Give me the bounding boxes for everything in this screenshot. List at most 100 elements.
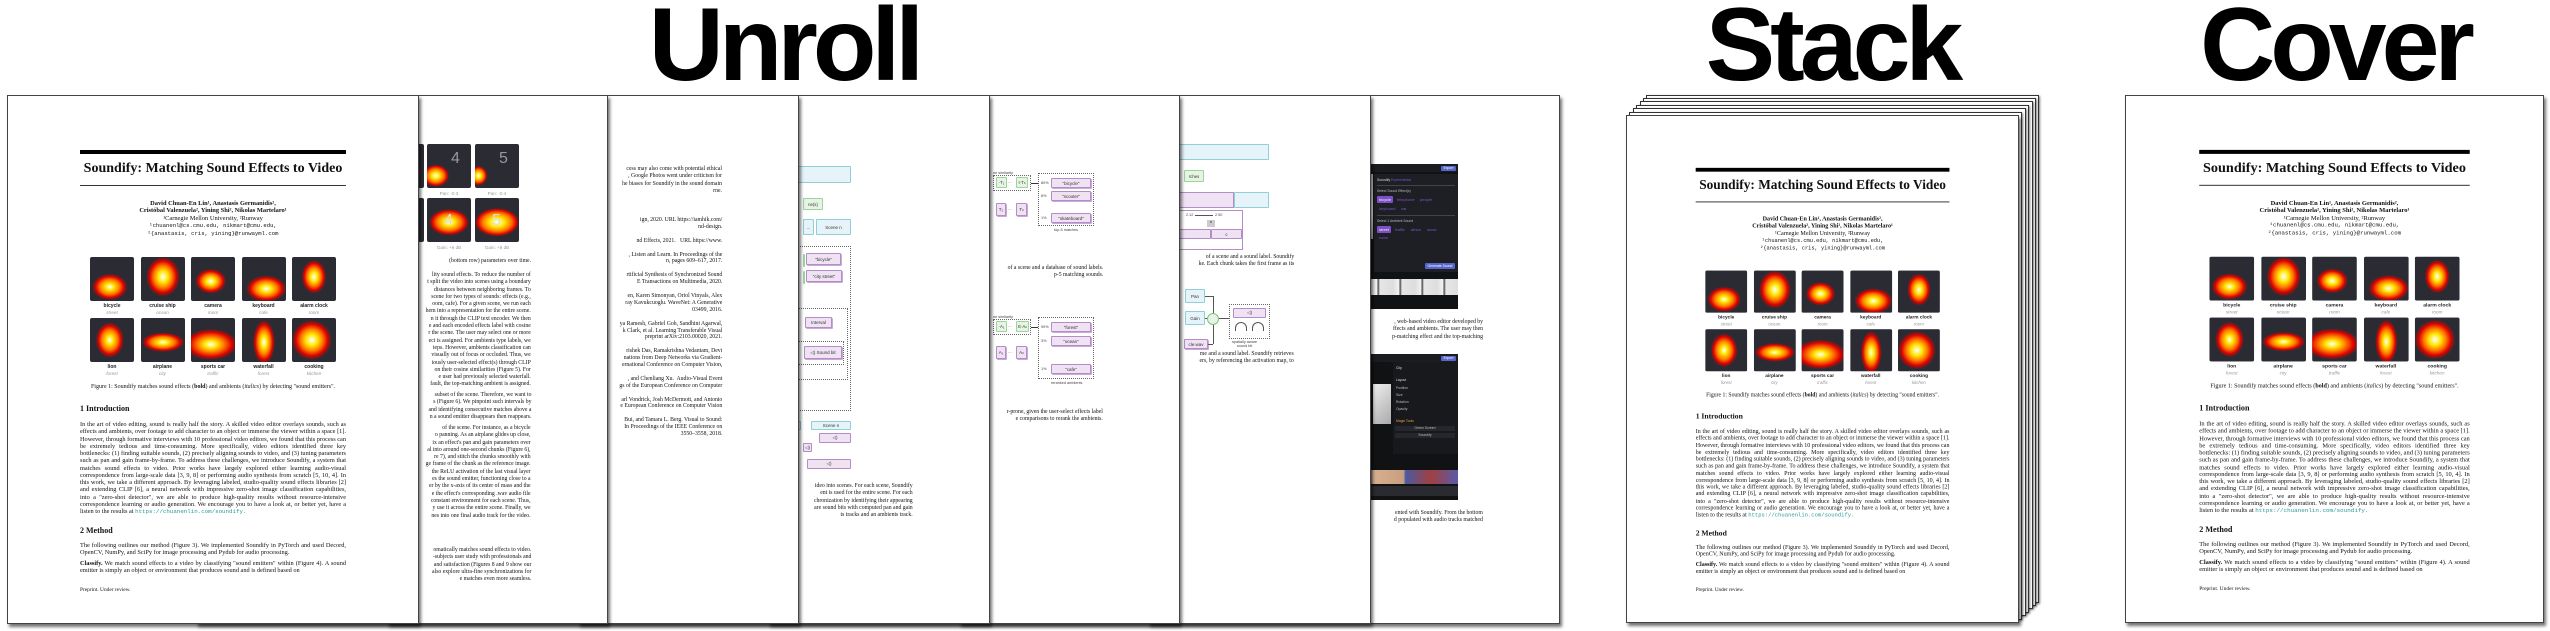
page7-text-1: , web-based video editor developed by ff… [1392,318,1483,340]
classify-paragraph: Classify. We match sound effects to a vi… [80,560,346,575]
heatmap-tile [2312,256,2357,301]
effect-label: cooking [2427,363,2447,370]
heatmap-tile [140,318,185,362]
heatmap-tile [1801,329,1844,372]
authors: David Chuan-En Lin¹, Anastasis Germanidi… [139,200,287,237]
ambient-label: forest [2225,370,2238,376]
unroll-heading: Unroll [648,0,924,103]
ambient-label: city [1771,380,1778,385]
heatmap-tile [1849,329,1892,372]
method-paragraph: The following outlines our method (Figur… [2199,541,2470,556]
heatmap-tile [2209,317,2255,362]
ambient-label: city [159,371,166,376]
ambient-label: forest [1865,380,1877,385]
effect-label: bicycle [103,303,121,309]
ambient-label: forest [1720,380,1732,385]
heatmap-tile [2363,256,2409,301]
effect-label: keyboard [1860,314,1882,321]
ellipsis-box: ... [803,219,814,235]
chip-car: car [1401,206,1407,211]
project-link[interactable]: https://chuanenlin.com/soundify. [2255,507,2369,515]
preprint-footer: Preprint. Under review. [1695,587,1744,594]
spatial-label: spatially aware sound bit [1232,340,1258,348]
chip-telephone: telephone [1397,197,1415,202]
authors: David Chuan-En Lin¹, Anastasis Germanidi… [1752,215,1893,251]
ambient-label: room [2431,309,2443,315]
effect-label: airplane [1765,373,1784,380]
speaker-icon: ◁) [1233,308,1266,318]
effect-label: bicycle [1718,314,1735,321]
heatmap-tile [2209,256,2255,301]
chip-street: street [1377,226,1392,233]
green-screen-button: Green Screen [1395,426,1455,431]
ambient-label: room [1913,321,1924,327]
effect-label: sports car [2322,363,2347,370]
heatmap-tile [2414,256,2460,301]
ambient-label: cafe [259,310,268,315]
soundify-panel: Soundify Experimental Select Sound Effec… [1374,174,1458,272]
figure-caption: Figure 1: Soundify matches sound effects… [1706,392,1940,399]
effect-label: cooking [304,364,324,370]
title-rule [80,150,346,154]
pan-box: Pan [1185,289,1205,303]
stack-front-page: Soundify: Matching Sound Effects to Vide… [1626,115,2019,623]
heatmap-tile [1753,270,1796,313]
mixer-node [1207,313,1219,325]
page4-text: ideo into scenes. For each scene, Soundi… [814,482,913,519]
wav-box: cle.wav [1184,339,1208,349]
heatmap-tile [140,257,185,301]
ambient-label: cafe [1866,321,1875,327]
effect-label: cruise ship [149,303,176,309]
effect-label: cooking [1909,373,1929,380]
preprint-footer: Preprint. Under review. [80,587,131,593]
effect-label: waterfall [1861,373,1881,380]
page7-text-2: ented with Soundify. From the bottom d p… [1394,509,1483,524]
chip-bicycle: bicycle [1377,196,1394,203]
reranked-ambients: 90% "forest" 3% "ocean" 1% "cafe" [1038,317,1094,379]
stack-heading: Stack [1705,0,1964,103]
effect-label: alarm clock [300,303,328,309]
ambient-label: forest [257,371,270,376]
gain-gauge-icon [1252,322,1264,331]
classify-paragraph: Classify. We match sound effects to a vi… [1695,561,1950,576]
ambient-label: kitchen [2429,370,2445,376]
effect-label: camera [1814,314,1831,321]
method-heading: 2 Method [80,526,113,535]
preprint-footer: Preprint. Under review. [2199,586,2251,593]
authors: David Chuan-En Lin¹, Anastasis Germanidi… [2259,199,2410,237]
top-matches: 80% "bicycle" 8% "scooter" 1% "skateboar… [1038,173,1094,226]
soundify-button: Soundify [1395,433,1455,438]
intro-heading: 1 Introduction [1695,411,1743,421]
effect-label: lion [2227,363,2237,370]
title-rule [2199,149,2470,154]
similarity-label: ne similarity [993,171,1014,175]
pan-gauge-icon [1235,322,1247,331]
heatmap-tile [1897,270,1940,313]
heatmap-tile [1705,270,1748,313]
speaker-icon: ◁) [810,349,817,355]
project-link[interactable]: https://chuanenlin.com/soundify. [135,508,247,515]
references: ign, 2020. URL https://iamhik.com/ nd-de… [619,216,722,438]
cover-page: Soundify: Matching Sound Effects to Vide… [2125,95,2544,623]
heatmap-tile [2312,317,2357,362]
chip-traffic: traffic [1395,227,1405,232]
project-link[interactable]: https://chuanenlin.com/soundify. [1748,511,1855,519]
title-rule [1695,167,1950,172]
heatmap-tile [191,318,235,362]
chip-keyboard: keyboard [1379,206,1396,211]
ambient-label: room [308,310,320,315]
effect-label: waterfall [253,364,274,370]
ambient-label: room [2329,309,2340,315]
effect-label: lion [107,364,117,370]
heatmap-tile [292,257,336,301]
heatmap-tile [1705,329,1748,372]
effect-label: cruise ship [1761,314,1787,321]
effect-label: airplane [152,364,173,370]
intro-paragraph: In the art of video editing, sound is re… [1695,428,1950,519]
chip-snow: snow [1427,227,1437,232]
ambient-label: room [1817,321,1828,327]
cover-heading: Cover [2200,0,2475,103]
paper-title: Soundify: Matching Sound Effects to Vide… [2202,160,2467,176]
effect-label: sports car [1811,373,1835,380]
ambient-label: ocean [1768,321,1781,327]
